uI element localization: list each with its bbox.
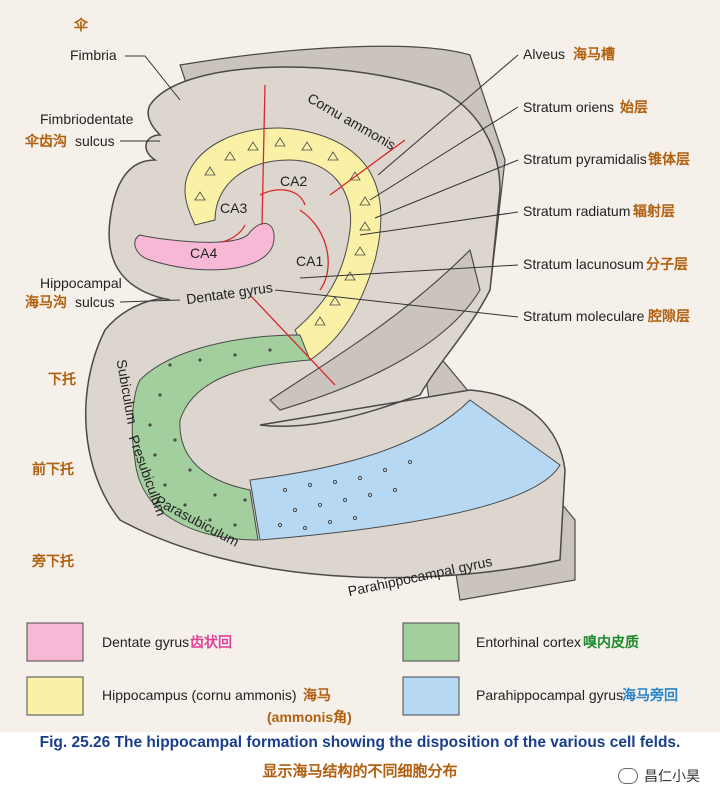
dentate-band bbox=[134, 222, 275, 271]
legend-dentate-label: Dentate gyrus bbox=[102, 634, 189, 650]
figure-caption-cn: 显示海马结构的不同细胞分布 bbox=[262, 763, 458, 780]
moleculare-label: Stratum moleculare bbox=[523, 308, 645, 324]
pyramidalis-cn-label: 锥体层 bbox=[648, 151, 690, 167]
ventricle bbox=[269, 248, 481, 411]
radiatum-label: Stratum radiatum bbox=[523, 203, 630, 219]
legend-swatch-hippocampus bbox=[26, 676, 84, 716]
fimbriodentate-label-1: Fimbriodentate bbox=[40, 111, 134, 127]
hippocampal-label-1: Hippocampal bbox=[40, 275, 122, 291]
alveus-label: Alveus bbox=[523, 46, 565, 62]
legend-hippocampus-cn2: (ammonis角) bbox=[267, 709, 352, 725]
hippocampal-cn-label: 海马沟 bbox=[25, 294, 67, 310]
hippocampal-label-2: sulcus bbox=[75, 294, 115, 310]
parahippocampal-region bbox=[249, 399, 561, 541]
legend-dentate-cn: 齿状回 bbox=[190, 634, 232, 650]
ca-boundaries bbox=[221, 84, 406, 386]
legend-swatch-parahippocampal bbox=[402, 676, 460, 716]
diagram-svg: 伞 Fimbria Fimbriodentate 伞齿沟 sulcus Hipp… bbox=[24, 17, 690, 725]
radiatum-cn-label: 辐射层 bbox=[633, 203, 675, 219]
watermark: 昌仁小昊 bbox=[618, 766, 700, 786]
legend-hippocampus-cn: 海马 bbox=[303, 687, 331, 703]
legend-parahippocampal-cn: 海马旁回 bbox=[622, 687, 678, 703]
ca3-label: CA3 bbox=[220, 200, 247, 216]
alveus-cn-label: 海马槽 bbox=[573, 46, 615, 62]
ca1-label: CA1 bbox=[296, 253, 323, 269]
legend-swatch-dentate bbox=[26, 622, 84, 662]
oriens-label: Stratum oriens bbox=[523, 99, 614, 115]
figure-caption: Fig. 25.26 The hippocampal formation sho… bbox=[39, 734, 681, 751]
pyramidalis-label: Stratum pyramidalis bbox=[523, 151, 647, 167]
ca4-label: CA4 bbox=[190, 245, 217, 261]
parahippocampal-dots bbox=[277, 459, 413, 531]
pyramidal-triangles bbox=[194, 137, 371, 326]
fimbria-cn-label: 伞 bbox=[73, 17, 89, 33]
presubiculum-cn-label: 前下托 bbox=[32, 461, 74, 477]
fimbriodentate-label-2: sulcus bbox=[75, 133, 115, 149]
legend-hippocampus-label: Hippocampus (cornu ammonis) bbox=[102, 687, 297, 703]
subiculum-cn-label: 下托 bbox=[48, 371, 76, 387]
ca2-label: CA2 bbox=[280, 173, 307, 189]
legend-entorhinal-label: Entorhinal cortex bbox=[476, 634, 581, 650]
legend-entorhinal-cn: 嗅内皮质 bbox=[583, 634, 639, 650]
parasubiculum-cn-label: 旁下托 bbox=[31, 553, 74, 569]
lacunosum-cn-label: 分子层 bbox=[646, 256, 688, 272]
moleculare-cn-label: 腔隙层 bbox=[647, 308, 690, 324]
watermark-text: 昌仁小昊 bbox=[644, 768, 700, 784]
legend-swatch-entorhinal bbox=[402, 622, 460, 662]
entorhinal-region bbox=[131, 334, 311, 541]
pointer-lines bbox=[119, 54, 519, 318]
lacunosum-label: Stratum lacunosum bbox=[523, 256, 644, 272]
legend: Dentate gyrus 齿状回 Hippocampus (cornu amm… bbox=[26, 622, 678, 725]
legend-parahippocampal-label: Parahippocampal gyrus bbox=[476, 687, 623, 703]
fimbria-label: Fimbria bbox=[70, 47, 117, 63]
fimbriodentate-cn-label: 伞齿沟 bbox=[24, 133, 67, 149]
chat-icon bbox=[618, 768, 638, 784]
entorhinal-dots bbox=[148, 348, 272, 527]
oriens-cn-label: 始层 bbox=[620, 99, 648, 115]
